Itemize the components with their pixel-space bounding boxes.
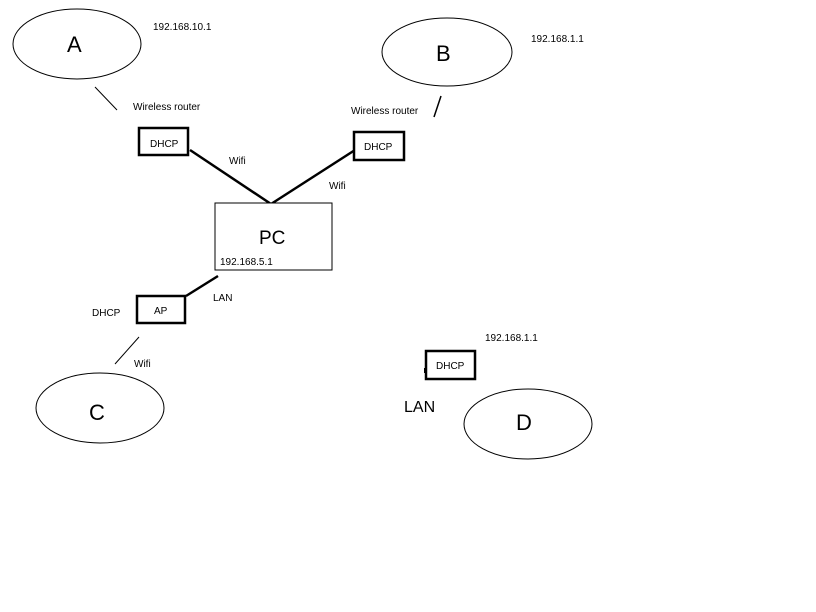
link-b-router: [433, 95, 442, 118]
network-c-label: C: [89, 400, 105, 425]
network-a-ellipse: [12, 8, 142, 80]
router-b-box: [352, 130, 406, 162]
link-router-a-pc: [189, 148, 272, 206]
dhcp-d-lan-label: LAN: [404, 399, 435, 416]
router-a-box: [137, 126, 190, 157]
router-b-label: DHCP: [364, 142, 393, 153]
dhcp-d-port-mark: [424, 368, 427, 373]
pc-label: PC: [259, 228, 285, 249]
network-b-ip: 192.168.1.1: [531, 34, 584, 45]
network-b-label: B: [436, 41, 451, 66]
pc-ip: 192.168.5.1: [220, 257, 273, 268]
network-d-label: D: [516, 410, 532, 435]
network-b-ellipse: [381, 17, 513, 87]
pc-box: [214, 202, 333, 271]
router-b-wifi-label: Wifi: [329, 181, 346, 192]
ap-wifi-label: Wifi: [134, 359, 151, 370]
link-ap-c: [114, 336, 140, 365]
ap-mode-label: DHCP: [92, 308, 121, 319]
router-b-caption: Wireless router: [351, 106, 419, 117]
router-a-caption: Wireless router: [133, 102, 201, 113]
network-c-ellipse: [35, 372, 165, 444]
dhcp-d-label: DHCP: [436, 361, 465, 372]
ap-box: [135, 294, 187, 325]
network-a-label: A: [67, 32, 82, 57]
link-router-b-pc: [270, 148, 356, 206]
link-a-router: [94, 86, 118, 111]
router-a-label: DHCP: [150, 139, 179, 150]
ap-lan-label: LAN: [213, 293, 232, 304]
link-ap-pc: [185, 274, 219, 298]
dhcp-d-box: [424, 349, 477, 381]
network-d-ellipse: [463, 388, 593, 460]
ap-label: AP: [154, 306, 168, 317]
network-d-ip: 192.168.1.1: [485, 333, 538, 344]
router-a-wifi-label: Wifi: [229, 156, 246, 167]
network-a-ip: 192.168.10.1: [153, 22, 212, 33]
